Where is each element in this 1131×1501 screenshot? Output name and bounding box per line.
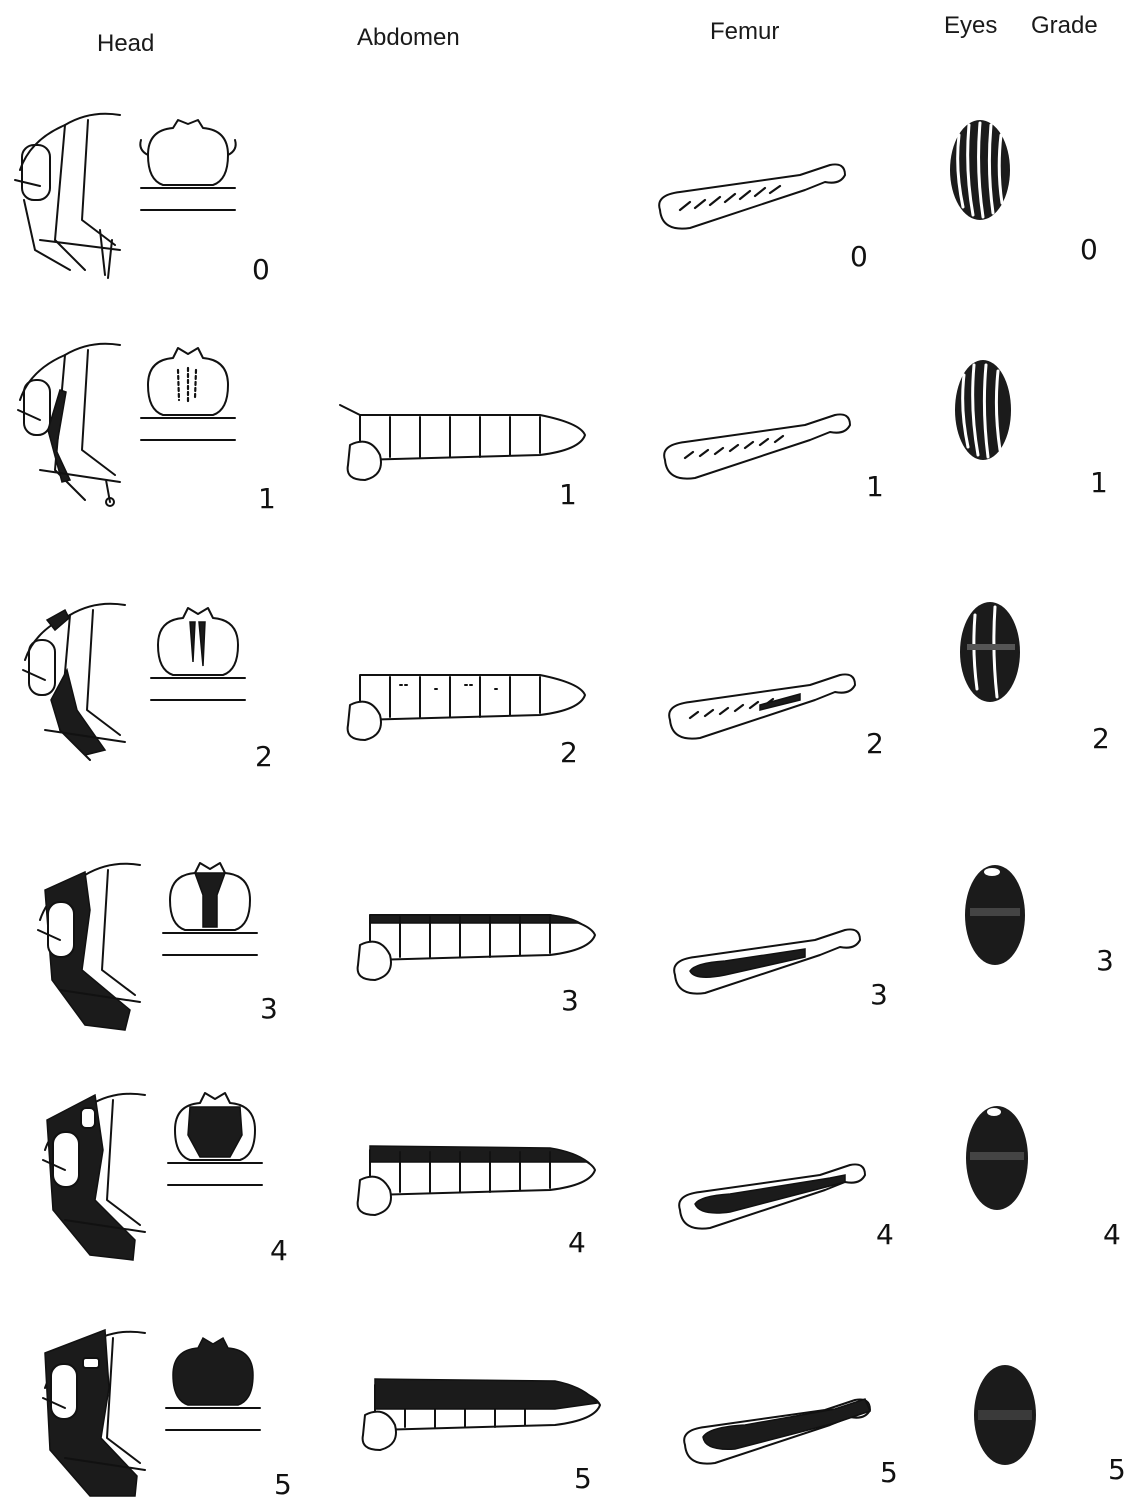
- eye-grade-5: 5: [1108, 1453, 1126, 1486]
- eye-grade-4: [962, 1100, 1032, 1215]
- femur-grade-5: [675, 1385, 875, 1475]
- femur-grade-0: 0: [850, 240, 868, 273]
- header-eyes: Eyes: [944, 12, 997, 40]
- eye-grade-2: [955, 597, 1025, 707]
- head-lateral-grade-3: [30, 850, 155, 1030]
- head-grade-3: 3: [260, 992, 278, 1025]
- header-grade: Grade: [1031, 12, 1098, 40]
- head-frontal-grade-4: [160, 1085, 270, 1195]
- femur-grade-0: [650, 150, 850, 240]
- femur-grade-1: [655, 400, 855, 490]
- femur-grade-1: 1: [866, 470, 884, 503]
- eye-grade-5: [970, 1360, 1040, 1470]
- head-lateral-grade-4: [35, 1080, 160, 1260]
- header-abdomen: Abdomen: [357, 24, 460, 52]
- abdomen-grade-2: [340, 655, 590, 755]
- head-grade-1: 1: [258, 482, 276, 515]
- abdomen-grade-1: [340, 395, 590, 495]
- head-lateral-grade-0: [10, 100, 135, 280]
- femur-grade-2: 2: [866, 727, 884, 760]
- femur-grade-5: 5: [880, 1456, 898, 1489]
- head-frontal-grade-1: [133, 340, 243, 450]
- head-grade-2: 2: [255, 740, 273, 773]
- abdomen-grade-4: 4: [568, 1226, 586, 1259]
- eye-grade-2: 2: [1092, 722, 1110, 755]
- eye-grade-3: [960, 860, 1030, 970]
- eye-grade-4: 4: [1103, 1218, 1121, 1251]
- abdomen-grade-5: [355, 1365, 605, 1465]
- abdomen-grade-4: [350, 1130, 600, 1230]
- head-frontal-grade-5: [158, 1330, 268, 1440]
- head-frontal-grade-3: [155, 855, 265, 965]
- head-grade-5: 5: [274, 1468, 292, 1501]
- head-lateral-grade-1: [10, 330, 135, 510]
- femur-grade-4: 4: [876, 1218, 894, 1251]
- head-lateral-grade-2: [15, 590, 140, 770]
- femur-grade-3: [665, 915, 865, 1005]
- head-lateral-grade-5: [35, 1318, 160, 1498]
- abdomen-grade-5: 5: [574, 1462, 592, 1495]
- eye-grade-1: 1: [1090, 466, 1108, 499]
- abdomen-grade-3: [350, 895, 600, 995]
- eye-grade-3: 3: [1096, 944, 1114, 977]
- femur-grade-2: [660, 660, 860, 750]
- eye-grade-0: 0: [1080, 233, 1098, 266]
- head-frontal-grade-0: [133, 110, 243, 220]
- header-head: Head: [97, 30, 154, 58]
- head-grade-0: 0: [252, 253, 270, 286]
- header-femur: Femur: [710, 18, 779, 46]
- head-frontal-grade-2: [143, 600, 253, 710]
- femur-grade-4: [670, 1150, 870, 1240]
- femur-grade-3: 3: [870, 978, 888, 1011]
- eye-grade-0: [945, 115, 1015, 225]
- head-grade-4: 4: [270, 1234, 288, 1267]
- eye-grade-1: [948, 355, 1018, 465]
